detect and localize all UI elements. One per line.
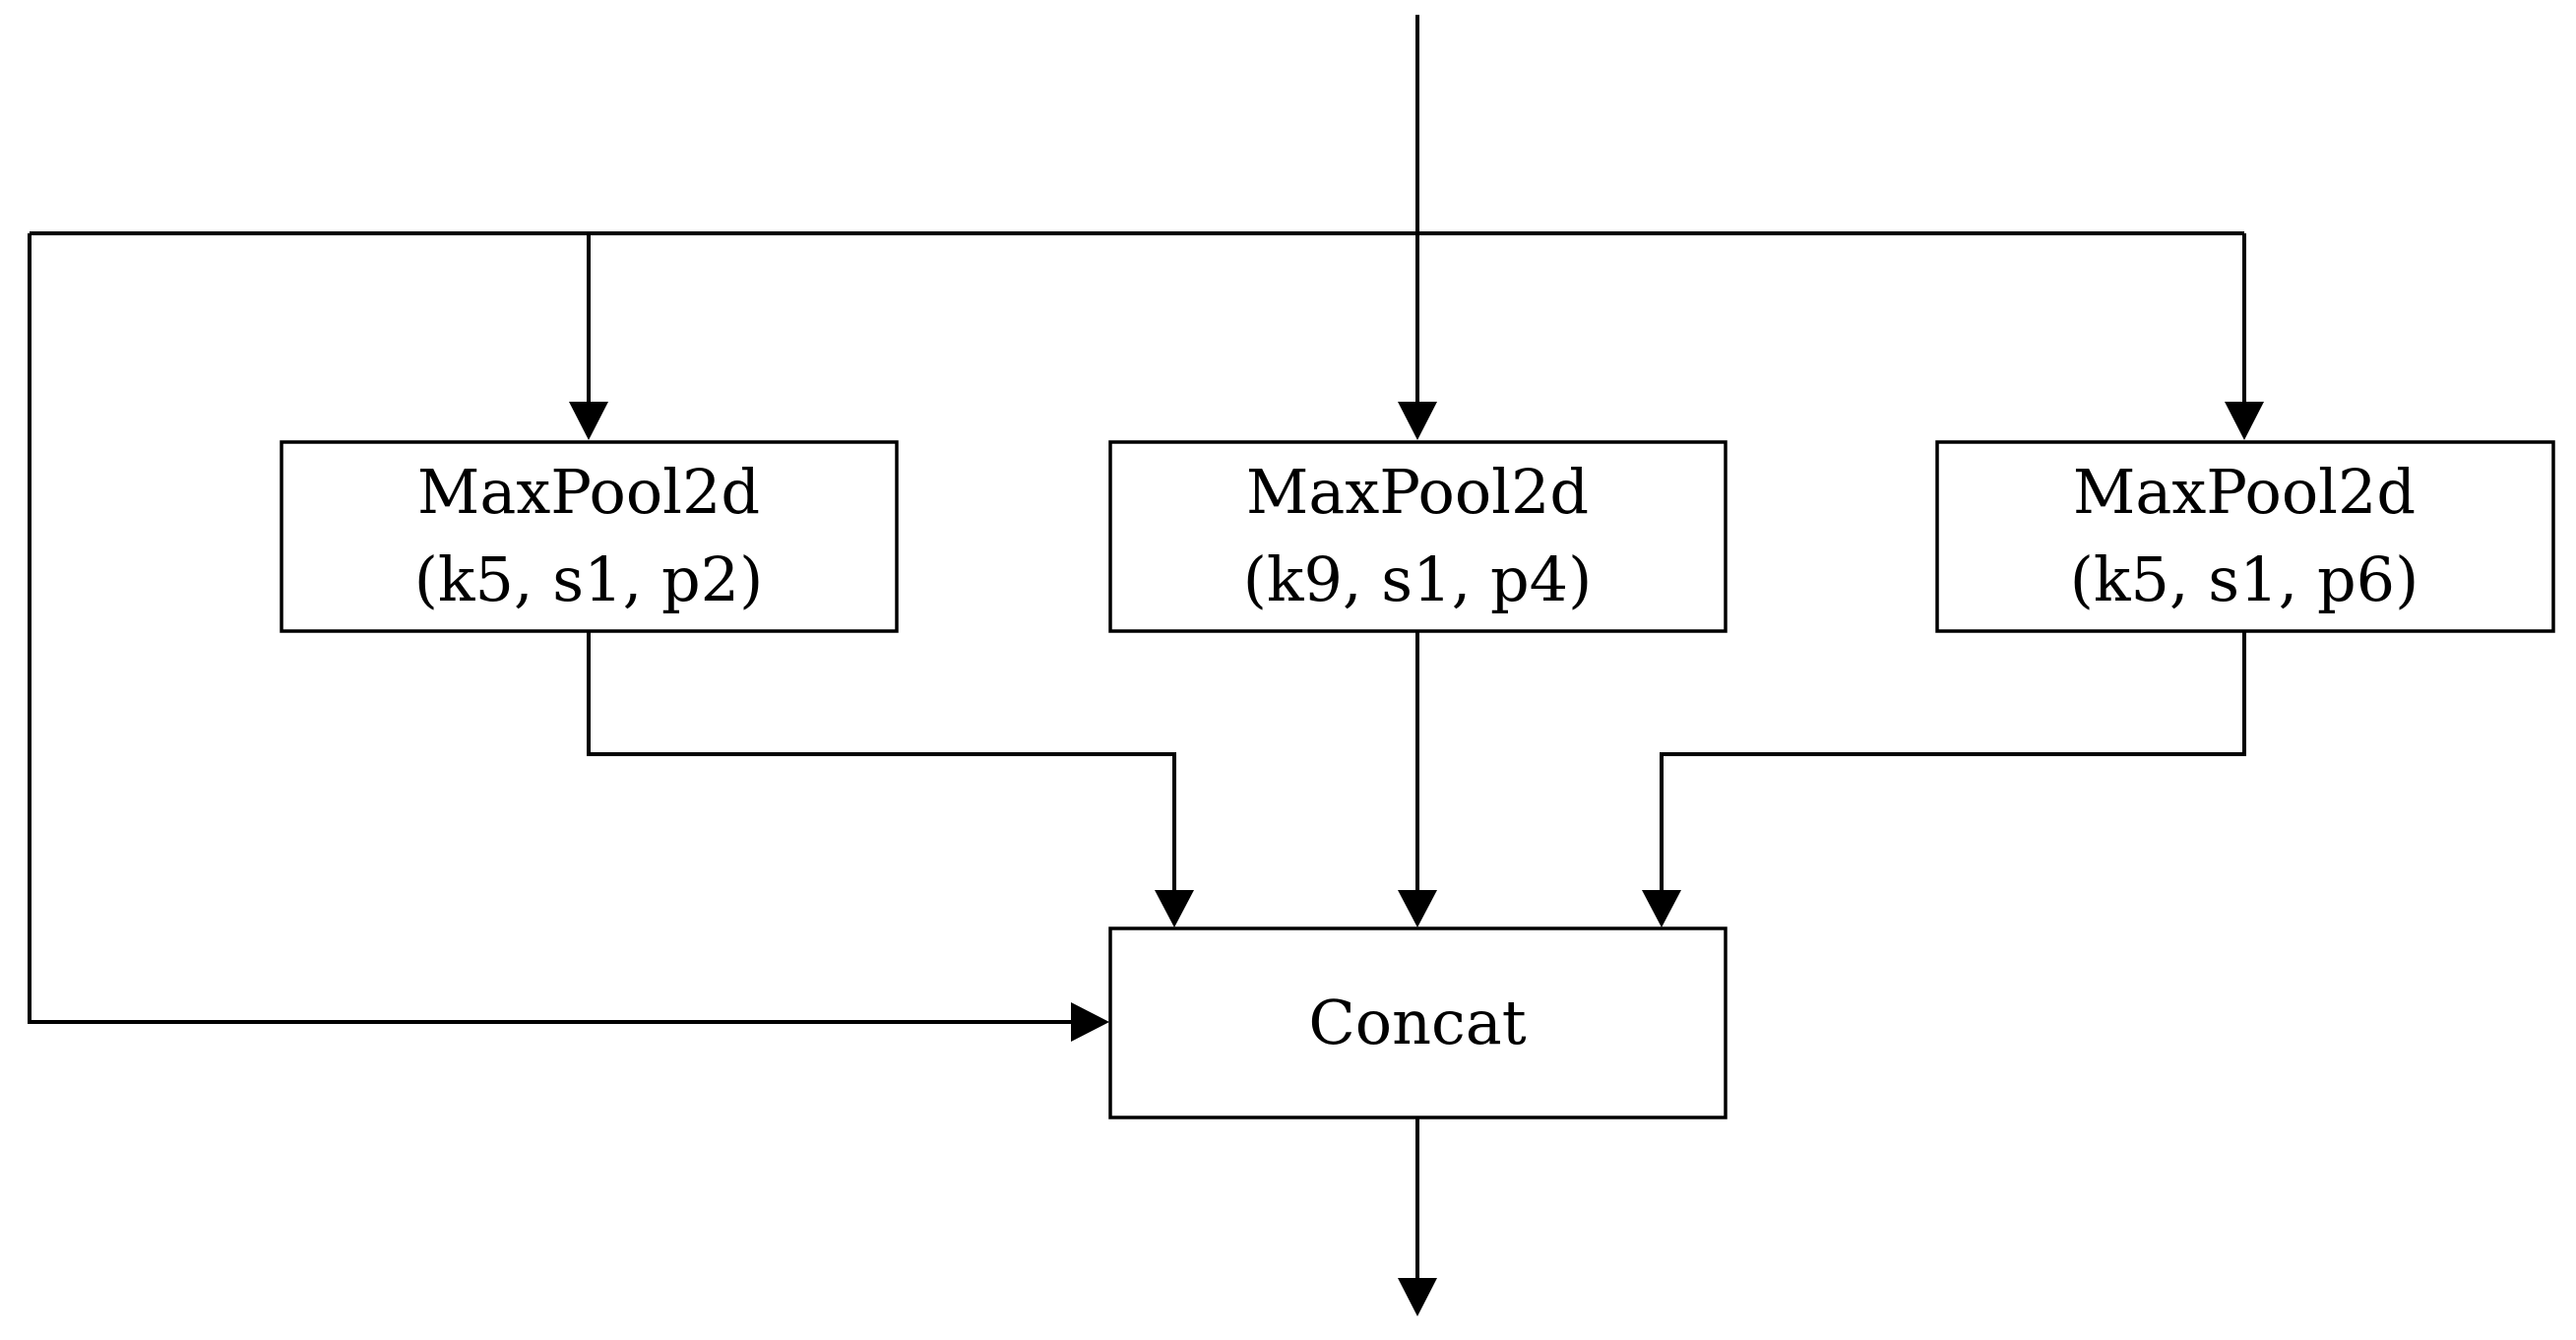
skip-connection: [28, 233, 1073, 1024]
maxpool-left-box: [280, 440, 899, 633]
maxpool-middle-params: (k9, s1, p4): [1243, 543, 1593, 615]
maxpool-right-title: MaxPool2d: [2073, 456, 2416, 528]
maxpool-left-title: MaxPool2d: [417, 456, 760, 528]
maxpool-right-box: [1935, 440, 2555, 633]
maxpool-left-params: (k5, s1, p2): [414, 543, 764, 615]
arrow-to-right-pool: [2225, 402, 2264, 440]
arrow-skip-to-concat: [1071, 1002, 1109, 1042]
arrow-output: [1398, 1278, 1437, 1316]
arrow-middle-pool-to-concat: [1398, 890, 1437, 927]
concat-node: Concat: [1108, 926, 1728, 1119]
concat-label: Concat: [1308, 987, 1526, 1058]
arrow-to-left-pool: [569, 402, 608, 440]
right-pool-to-concat: [1660, 631, 2246, 892]
arrow-left-pool-to-concat: [1155, 890, 1194, 927]
maxpool-middle-title: MaxPool2d: [1246, 456, 1589, 528]
maxpool-right-params: (k5, s1, p6): [2070, 543, 2419, 615]
arrow-right-pool-to-concat: [1642, 890, 1681, 927]
maxpool-middle-box: [1108, 440, 1728, 633]
maxpool-left-node: MaxPool2d (k5, s1, p2): [280, 440, 899, 633]
maxpool-middle-node: MaxPool2d (k9, s1, p4): [1108, 440, 1728, 633]
arrow-to-middle-pool: [1398, 402, 1437, 440]
concat-box: [1108, 926, 1728, 1119]
left-pool-to-concat: [587, 631, 1176, 892]
maxpool-right-node: MaxPool2d (k5, s1, p6): [1935, 440, 2555, 633]
